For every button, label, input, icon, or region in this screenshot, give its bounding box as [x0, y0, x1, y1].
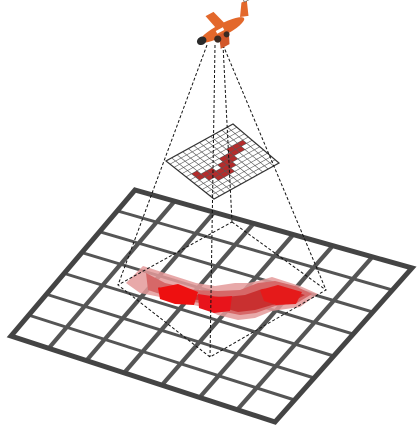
ground-grid-cell — [220, 246, 272, 276]
ground-footprint — [126, 266, 318, 320]
sensor-grid-line — [176, 154, 226, 194]
ground-grid-cell — [126, 298, 177, 329]
ground-grid-cell — [107, 320, 158, 350]
ground-grid-cell — [180, 235, 232, 265]
ground-grid-cell — [317, 302, 370, 333]
ground-grid-cell — [221, 356, 273, 386]
ground-grid-cell — [337, 280, 390, 311]
drone-engine — [214, 35, 222, 43]
ground-grid-cells — [11, 190, 412, 422]
ground-grid-outline — [6, 187, 417, 425]
ground-grid-cell — [260, 312, 312, 343]
ground-grid-cell — [31, 296, 82, 326]
footprint-bright-center — [198, 294, 232, 313]
sensor-grid-line — [209, 159, 276, 197]
ground-grid-cell — [67, 254, 118, 284]
footprint-bright-left — [158, 284, 198, 305]
sensor-image-plane — [164, 123, 281, 200]
ground-grid-cell — [259, 367, 311, 399]
sensor-grid-line — [171, 157, 220, 197]
sensor-grid-lines — [169, 126, 276, 197]
ground-grid-cell — [202, 322, 254, 353]
ground-grid-cell — [145, 332, 197, 362]
drone-tail-tip — [242, 0, 251, 3]
ground-grid-cell — [141, 224, 193, 253]
ground-grid-cell — [317, 247, 370, 277]
drone-marking — [215, 27, 225, 34]
drone-tail — [240, 0, 249, 18]
ground-grid-cell — [183, 344, 235, 374]
ground-grid-cell — [49, 275, 100, 305]
drone-engine-2 — [223, 31, 230, 38]
ground-grid-cell — [356, 258, 409, 289]
ray-top — [222, 44, 233, 223]
ground-grid-cell — [87, 287, 138, 317]
ground-grid-cell — [240, 334, 292, 365]
projected-footprint-outline — [117, 221, 327, 358]
ground-grid-cell — [279, 346, 331, 377]
ground-grid-cell — [69, 308, 120, 338]
ground-grid-cell — [164, 310, 215, 341]
ground-grid-cell — [298, 324, 350, 355]
ray-bottom — [209, 44, 216, 358]
ground-grid-cell — [123, 245, 175, 274]
footprint-bright-right — [260, 285, 302, 305]
ground-grid-cell — [102, 212, 154, 242]
ground-grid-cell — [85, 233, 136, 263]
sensor-plane-outline — [164, 123, 281, 200]
drone-nose — [196, 36, 207, 46]
drone-icon — [196, 0, 251, 49]
drone-wing — [205, 11, 226, 30]
projection-rays — [117, 44, 327, 358]
ray-left — [117, 44, 208, 286]
ray-right — [222, 44, 327, 291]
